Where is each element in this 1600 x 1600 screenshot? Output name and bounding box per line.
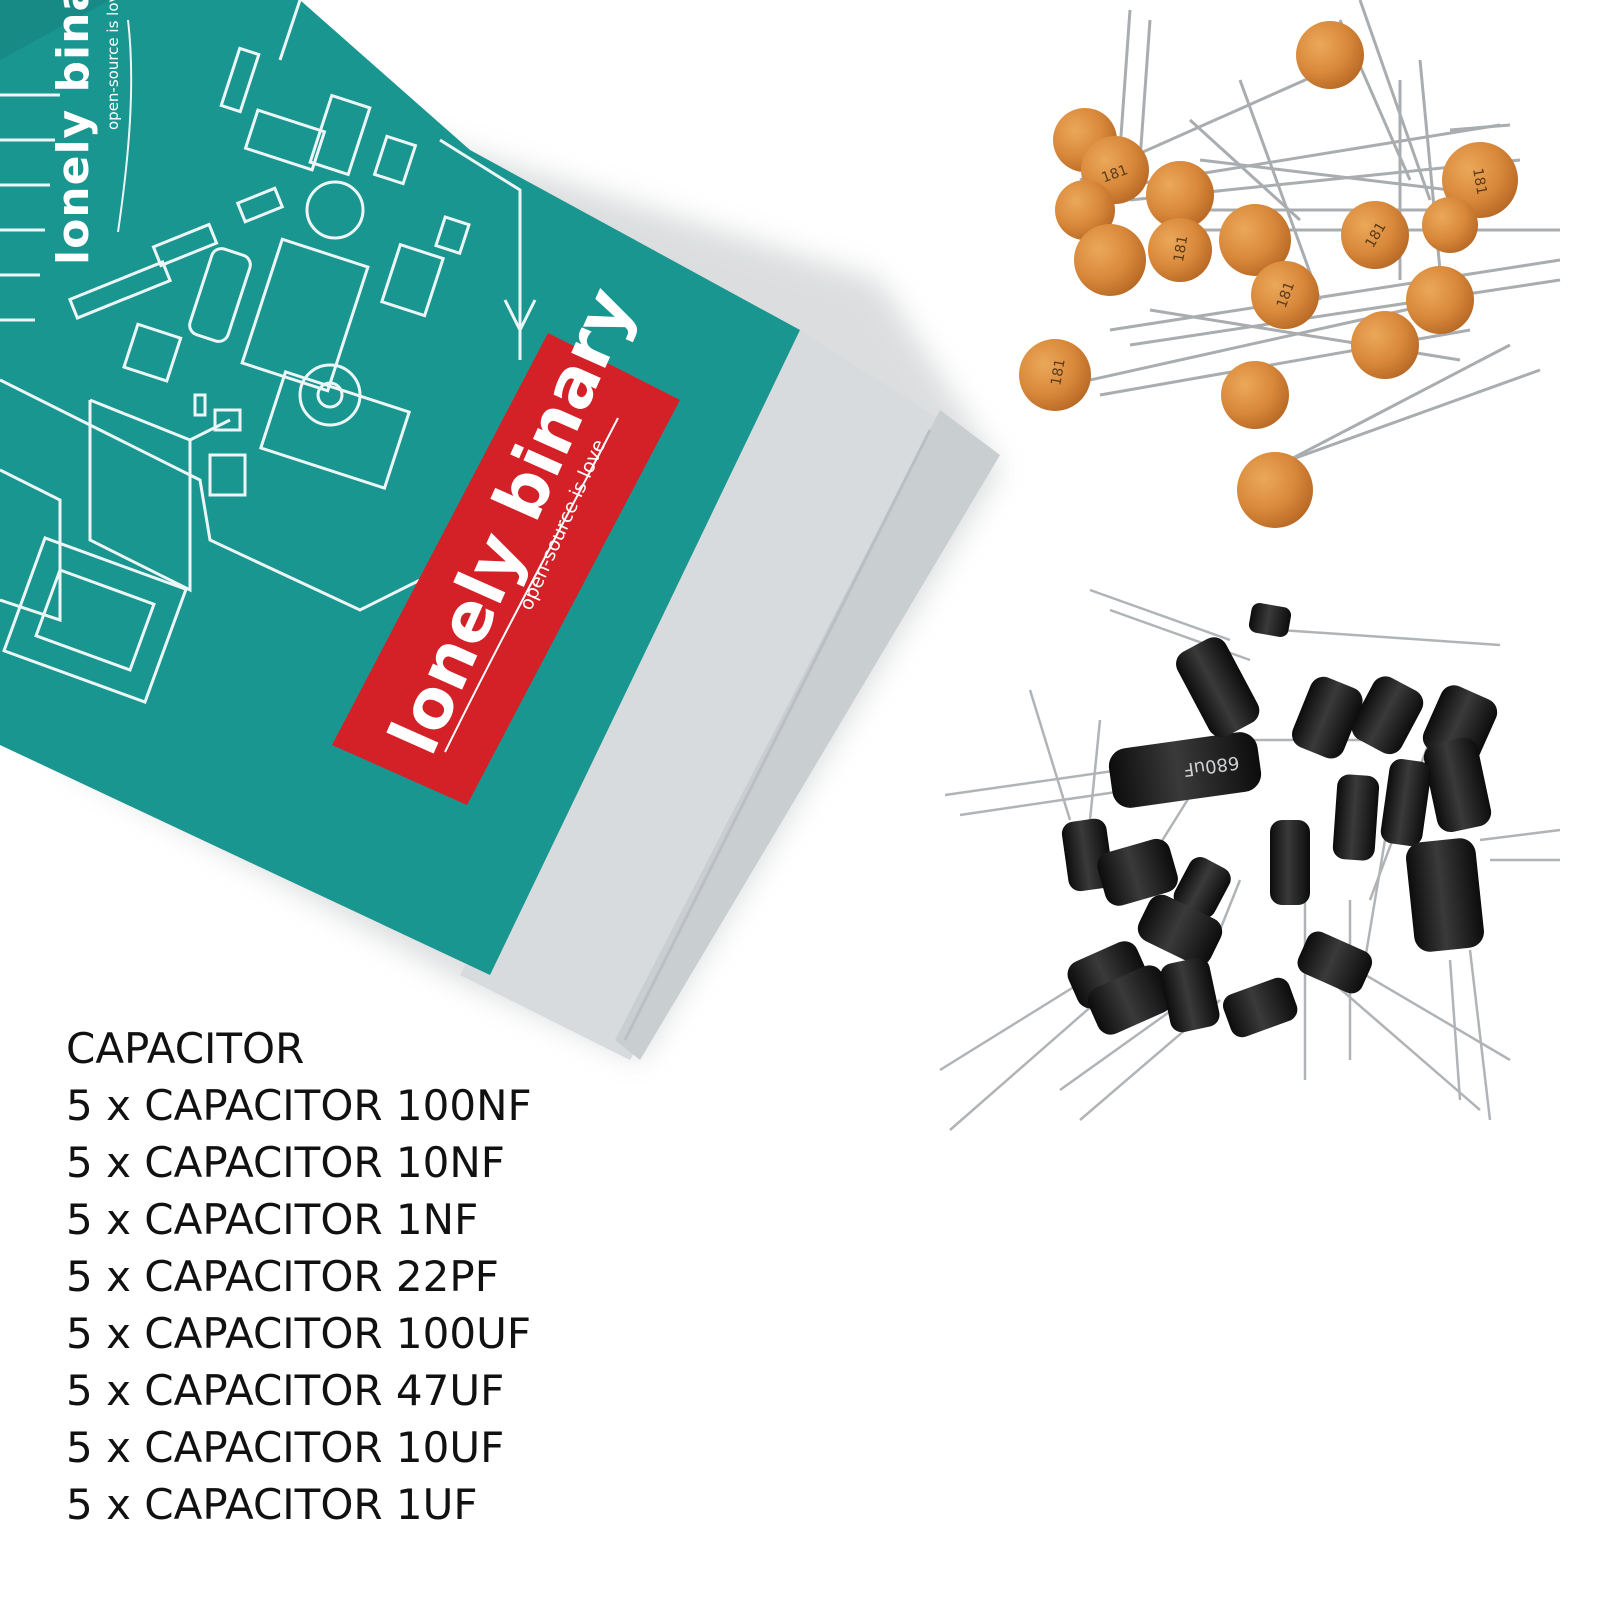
component-list-item: 5 x CAPACITOR 10NF (66, 1138, 505, 1187)
component-list-item: 5 x CAPACITOR 1NF (66, 1195, 479, 1244)
box-brand-text: lonely binary (48, 0, 99, 265)
component-list-heading: CAPACITOR (66, 1024, 305, 1073)
box-end-flap (460, 330, 1000, 1060)
component-list-item: 5 x CAPACITOR 100UF (66, 1309, 531, 1358)
ceramic-marking: 181 (1171, 234, 1191, 263)
component-list-item: 5 x CAPACITOR 22PF (66, 1252, 499, 1301)
box-red-label (332, 333, 680, 805)
component-list: CAPACITOR 5 x CAPACITOR 100NF 5 x CAPACI… (66, 1020, 532, 1533)
box-tagline-text: open-source is love (104, 0, 122, 130)
component-list-item: 5 x CAPACITOR 47UF (66, 1366, 505, 1415)
ceramic-marking: 181 (1469, 167, 1489, 196)
circuit-line-art (0, 0, 537, 704)
component-list-item: 5 x CAPACITOR 10UF (66, 1423, 505, 1472)
component-list-item: 5 x CAPACITOR 1UF (66, 1480, 478, 1529)
ceramic-marking: 181 (1048, 358, 1068, 387)
electrolytic-capacitors: 680uF (939, 588, 1561, 1131)
ceramic-capacitors: 181 181 181 181 181 181 (1019, 0, 1561, 528)
box-body (0, 0, 800, 975)
component-list-item: 5 x CAPACITOR 100NF (66, 1081, 532, 1130)
